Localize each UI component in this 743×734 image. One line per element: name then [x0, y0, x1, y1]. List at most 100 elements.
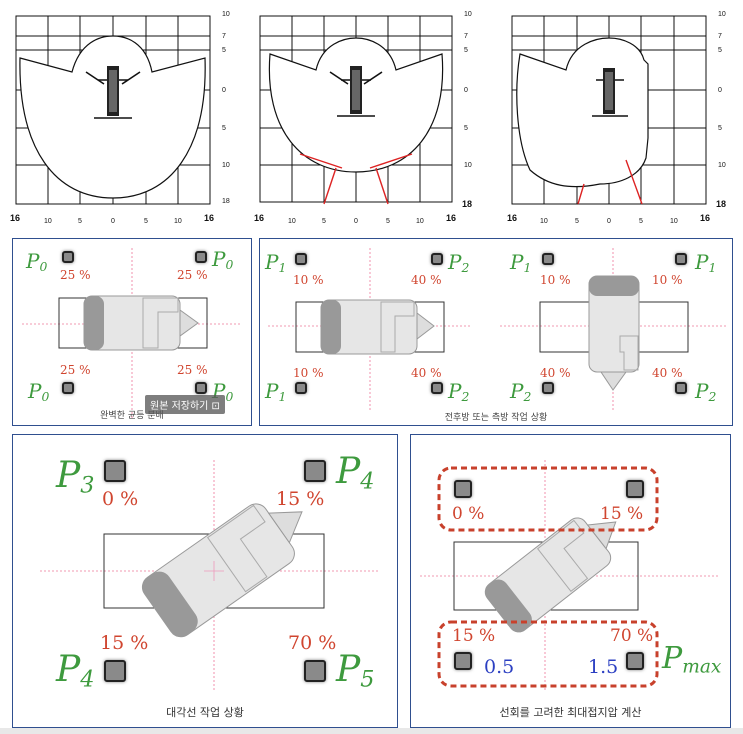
x-tick: 10: [416, 218, 424, 225]
label-p1-tl: P1: [265, 250, 287, 276]
pad-bl: [454, 652, 472, 670]
label-p2-tr: P2: [448, 250, 470, 276]
stability-chart-1: [15, 15, 211, 205]
x-tick: 10: [174, 218, 182, 225]
label-pmax: Pmax: [662, 641, 722, 678]
x-tick: 5: [322, 218, 326, 225]
y-tick: 5: [464, 125, 468, 132]
y-tick: 10: [464, 162, 472, 169]
percent-tr: 15 %: [600, 504, 644, 524]
x-tick: 0: [111, 218, 115, 225]
pad-tl: [104, 460, 126, 482]
pad-br: [195, 382, 207, 394]
percent-bl: 15 %: [452, 626, 496, 646]
factor-left: 0.5: [484, 656, 515, 678]
percent-br: 40 %: [652, 366, 683, 380]
pad-tl: [454, 480, 472, 498]
label-p4-bl: P4: [56, 649, 95, 693]
y-tick: 10: [718, 11, 726, 18]
y-tick: 10: [222, 11, 230, 18]
x-tick: 5: [386, 218, 390, 225]
y-tick: 7: [464, 33, 468, 40]
pad-bl: [542, 382, 554, 394]
y-tick: 10: [464, 11, 472, 18]
percent-tl: 10 %: [540, 273, 571, 287]
percent-br: 70 %: [288, 632, 337, 654]
x-tick: 10: [288, 218, 296, 225]
y-tick: 18: [462, 199, 473, 209]
percent-tr: 40 %: [411, 273, 442, 287]
percent-br: 70 %: [610, 626, 654, 646]
x-tick: 5: [144, 218, 148, 225]
factor-right: 1.5: [588, 656, 619, 678]
y-tick: 10: [718, 162, 726, 169]
percent-br: 40 %: [411, 366, 442, 380]
x-tick: 10: [44, 218, 52, 225]
pad-tr: [431, 253, 443, 265]
y-tick: 5: [222, 47, 226, 54]
label-p0-tl: P0: [26, 249, 48, 275]
pad-br: [304, 660, 326, 682]
pad-tr: [675, 253, 687, 265]
label-p2-br: P2: [695, 379, 717, 405]
percent-br: 25 %: [177, 363, 208, 377]
pad-br: [626, 652, 644, 670]
label-p1-tl: P1: [510, 250, 532, 276]
pad-tl: [62, 251, 74, 263]
label-p0-tr: P0: [212, 247, 234, 273]
x-tick: 16: [10, 213, 21, 223]
pad-bl: [62, 382, 74, 394]
y-tick: 10: [222, 162, 230, 169]
percent-bl: 15 %: [100, 632, 149, 654]
x-tick: 5: [639, 218, 643, 225]
y-tick: 7: [222, 33, 226, 40]
y-tick: 7: [718, 33, 722, 40]
percent-tr: 25 %: [177, 268, 208, 282]
x-tick: 0: [607, 218, 611, 225]
stability-chart-3: [511, 15, 707, 205]
y-tick: 0: [464, 87, 468, 94]
pad-tr: [626, 480, 644, 498]
y-tick: 5: [718, 47, 722, 54]
x-tick: 10: [540, 218, 548, 225]
x-tick: 0: [354, 218, 358, 225]
pad-bl: [104, 660, 126, 682]
x-tick: 5: [575, 218, 579, 225]
x-tick: 5: [78, 218, 82, 225]
y-tick: 18: [222, 198, 230, 205]
percent-bl: 10 %: [293, 366, 324, 380]
y-tick: 5: [718, 125, 722, 132]
label-p2-br: P2: [448, 379, 470, 405]
x-tick: 10: [670, 218, 678, 225]
pad-br: [675, 382, 687, 394]
label-p0-bl: P0: [28, 379, 50, 405]
percent-bl: 40 %: [540, 366, 571, 380]
percent-tl: 0 %: [452, 504, 485, 524]
caption-diagonal: 대각선 작업 상황: [166, 706, 244, 719]
label-p2-bl: P2: [510, 379, 532, 405]
x-tick: 16: [700, 213, 711, 223]
y-tick: 18: [716, 199, 727, 209]
y-tick: 5: [222, 125, 226, 132]
y-tick: 5: [464, 47, 468, 54]
x-tick: 16: [446, 213, 457, 223]
pad-tr: [195, 251, 207, 263]
pad-tr: [304, 460, 326, 482]
caption-front-side: 전후방 또는 측방 작업 상황: [444, 413, 548, 423]
label-p1-bl: P1: [265, 379, 287, 405]
pad-bl: [295, 382, 307, 394]
label-p3-tl: P3: [56, 455, 95, 499]
save-original-button[interactable]: 원본 저장하기 ⊡: [145, 395, 225, 414]
x-tick: 16: [254, 213, 265, 223]
stability-chart-2: [259, 15, 453, 205]
percent-tr: 15 %: [276, 488, 325, 510]
label-p4-tr: P4: [336, 451, 375, 495]
x-tick: 16: [507, 213, 518, 223]
pad-br: [431, 382, 443, 394]
percent-tl: 10 %: [293, 273, 324, 287]
label-p5-br: P5: [336, 649, 375, 693]
